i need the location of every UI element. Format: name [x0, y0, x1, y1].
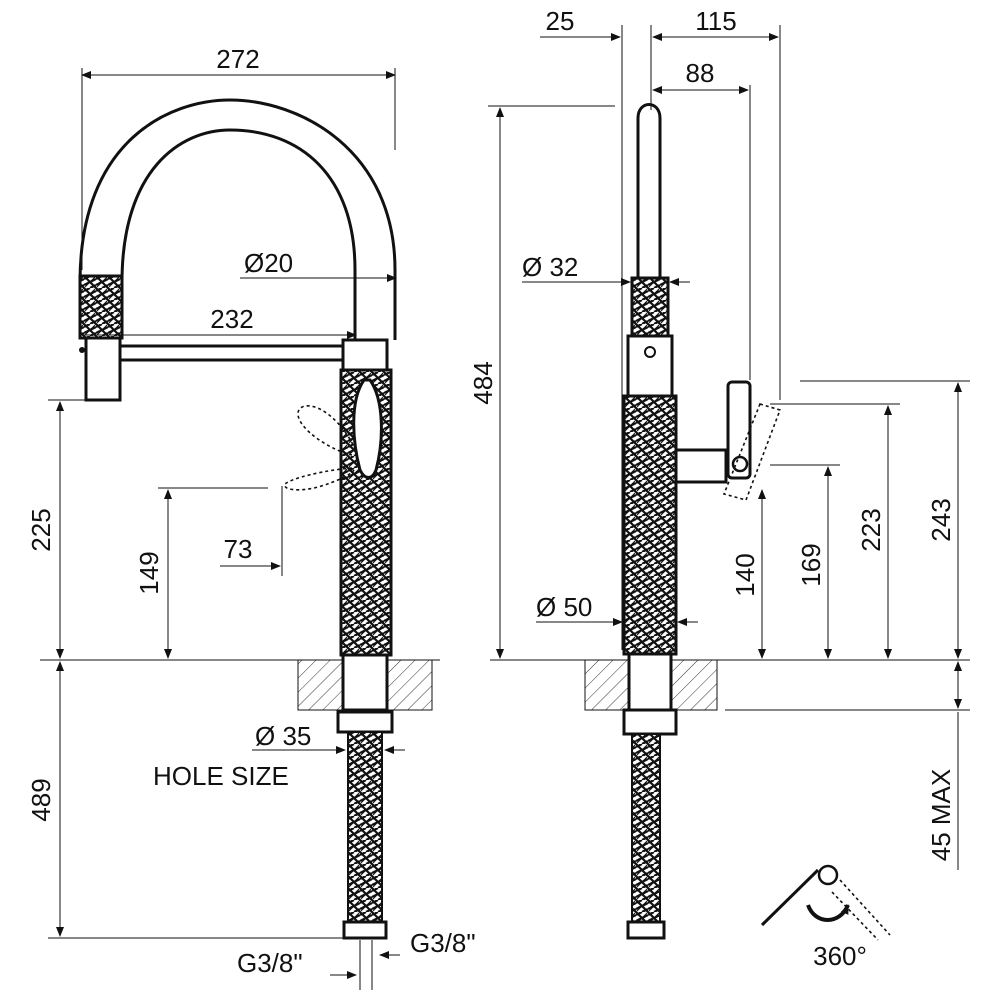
side-counter-hatch-right — [671, 659, 718, 711]
spray-handle — [78, 274, 124, 340]
dim-dia-32: Ø 32 — [522, 252, 578, 282]
dim-115: 115 — [695, 6, 736, 36]
dim-489: 489 — [26, 778, 56, 821]
dim-232: 232 — [210, 304, 253, 334]
side-view: 25 115 88 484 Ø 32 Ø 50 140 169 223 243 — [468, 6, 970, 971]
dim-223: 223 — [856, 508, 886, 551]
dim-73: 73 — [224, 534, 253, 564]
side-supply-hose — [631, 733, 661, 923]
thread-right-label: G3/8" — [410, 928, 476, 958]
dim-hole-diameter: Ø 35 — [255, 721, 311, 751]
dim-dia-50: Ø 50 — [536, 592, 592, 622]
side-body — [622, 394, 678, 656]
dim-149: 149 — [134, 551, 164, 594]
front-view: 272 Ø20 232 225 149 73 Ø 35 HOLE SIZE 48… — [26, 44, 476, 990]
dim-88: 88 — [686, 58, 715, 88]
rotation-label: 360° — [813, 941, 867, 971]
counter-hatch-right — [386, 659, 433, 711]
lever-ghost-lower — [284, 467, 355, 491]
side-lever-ghost — [722, 403, 782, 501]
supply-hose — [347, 731, 383, 923]
dim-272: 272 — [216, 44, 259, 74]
spout-arch — [78, 98, 397, 340]
dim-45-max: 45 MAX — [926, 769, 956, 862]
side-spout — [636, 103, 662, 280]
dim-spout-diameter: Ø20 — [244, 248, 293, 278]
dim-140: 140 — [730, 553, 760, 596]
dim-225: 225 — [26, 508, 56, 551]
dim-169: 169 — [796, 543, 826, 586]
dim-243: 243 — [926, 498, 956, 541]
thread-left-label: G3/8" — [237, 948, 303, 978]
hole-size-label: HOLE SIZE — [153, 761, 289, 791]
side-counter-hatch-left — [584, 659, 631, 711]
counter-hatch-left — [297, 659, 344, 711]
rotation-360-icon — [760, 864, 891, 941]
dim-25: 25 — [546, 6, 575, 36]
dim-484: 484 — [468, 361, 498, 404]
